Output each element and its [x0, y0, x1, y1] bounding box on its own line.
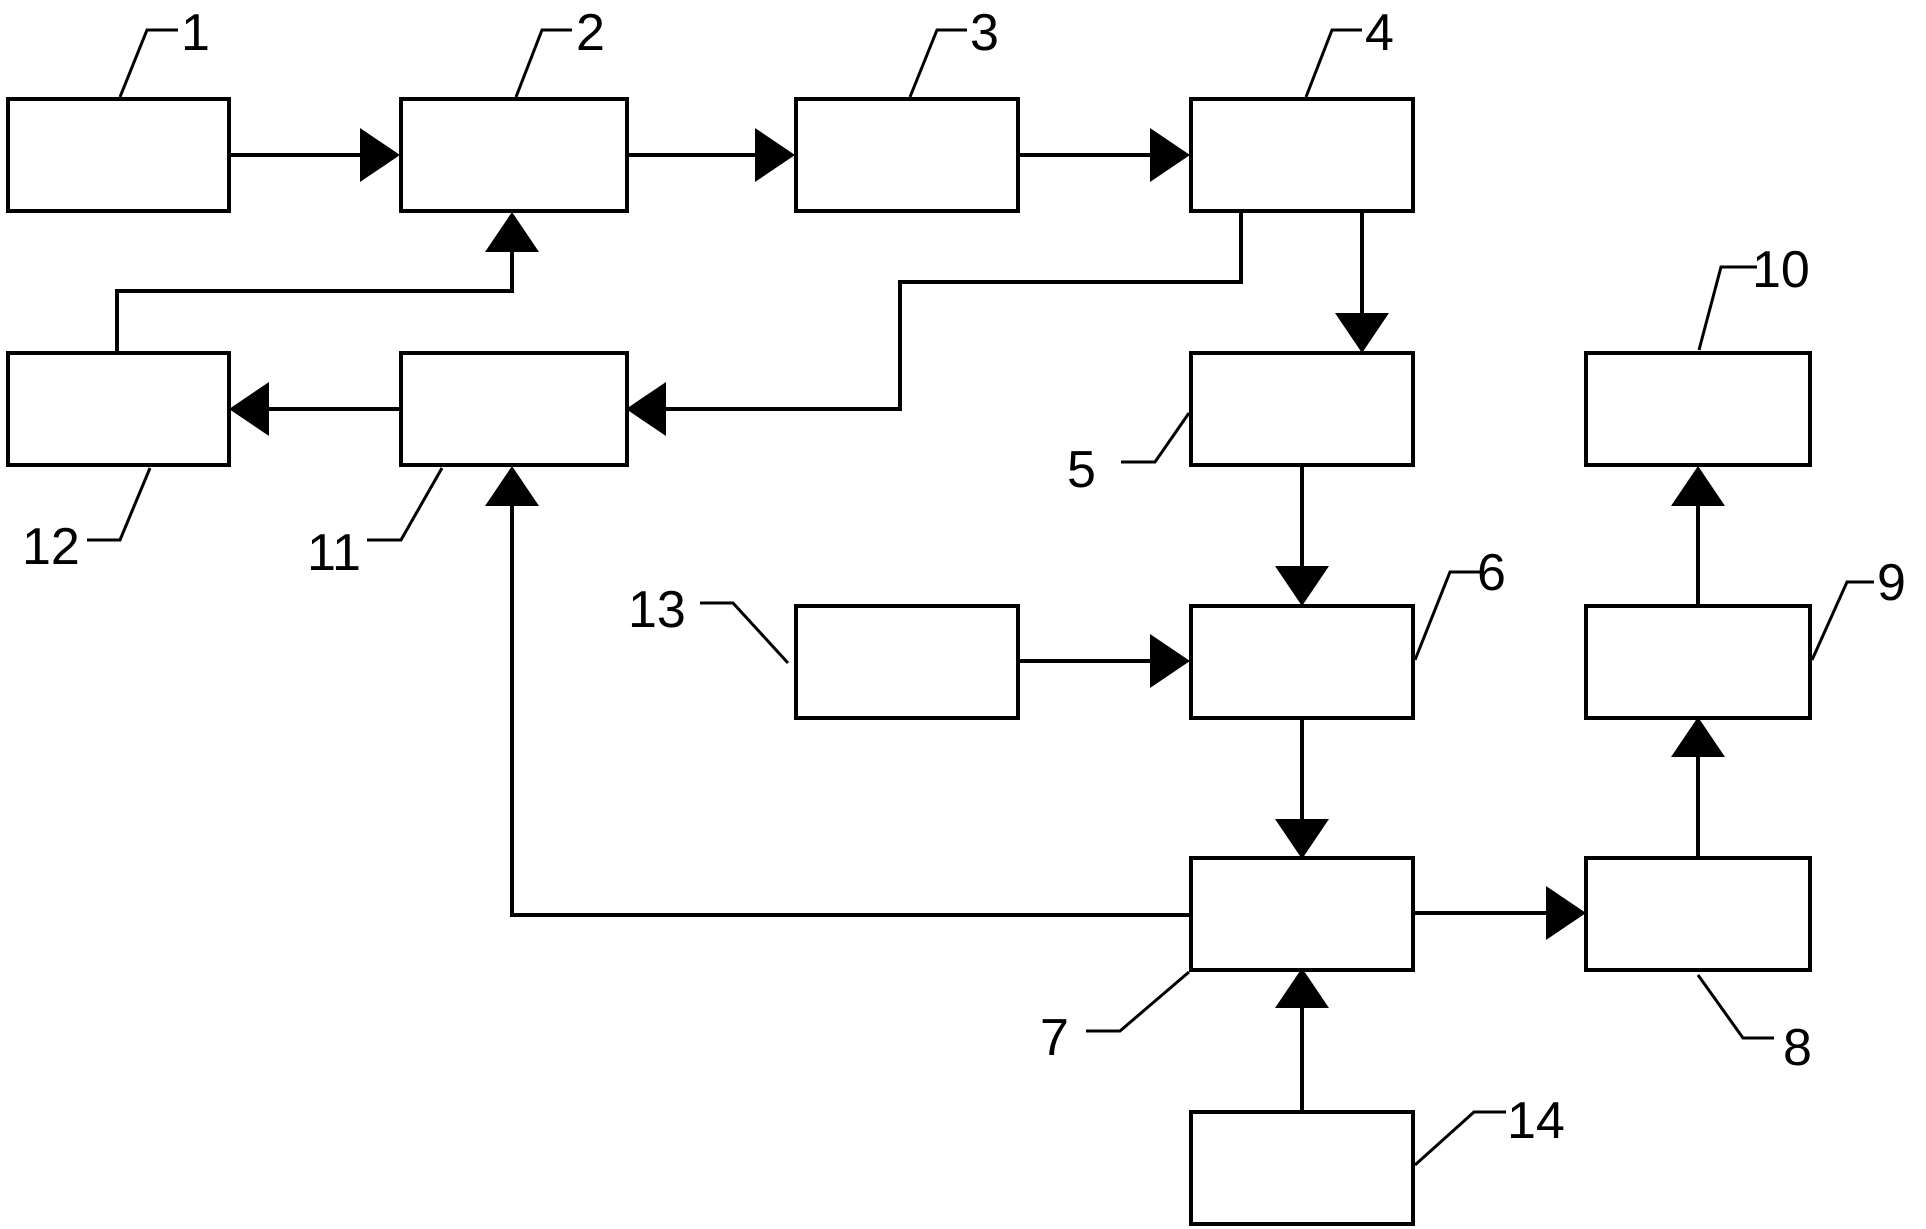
label-12: 12 [22, 518, 80, 576]
label-9: 9 [1877, 554, 1906, 612]
label-2: 2 [576, 4, 605, 62]
connector-7-to-11 [510, 502, 1190, 917]
leader-line-4 [1304, 28, 1362, 98]
label-6: 6 [1477, 544, 1506, 602]
block-8 [1584, 856, 1812, 972]
arrowhead-into-9 [1671, 717, 1725, 757]
block-6 [1189, 604, 1415, 720]
block-1 [6, 97, 231, 213]
leader-line-10 [1697, 265, 1757, 351]
block-3 [794, 97, 1020, 213]
arrowheads [229, 128, 1725, 1008]
label-4: 4 [1365, 4, 1394, 62]
label-13: 13 [628, 581, 686, 639]
arrowhead-into-6-from-5 [1275, 566, 1329, 606]
block-2 [399, 97, 629, 213]
arrowhead-into-12 [229, 382, 269, 436]
block-4 [1189, 97, 1415, 213]
label-8: 8 [1783, 1019, 1812, 1077]
leader-line-7 [1086, 970, 1190, 1033]
label-14: 14 [1507, 1092, 1565, 1150]
arrowhead-into-2 [360, 128, 400, 182]
leader-line-14 [1413, 1110, 1506, 1167]
leader-line-11 [367, 467, 444, 542]
arrowhead-into-6-from-13 [1150, 634, 1190, 688]
label-1: 1 [181, 4, 210, 62]
leader-line-3 [908, 28, 967, 98]
leader-line-1 [118, 28, 178, 98]
block-7 [1189, 856, 1415, 972]
block-5 [1189, 351, 1415, 467]
label-3: 3 [970, 4, 999, 62]
connector-12-to-2 [115, 245, 514, 353]
label-5: 5 [1067, 441, 1096, 499]
leader-line-2 [514, 28, 572, 98]
arrowhead-into-4 [1150, 128, 1190, 182]
block-9 [1584, 604, 1812, 720]
leader-line-12 [87, 467, 152, 542]
arrowhead-into-8 [1546, 886, 1586, 940]
leader-line-9 [1810, 580, 1874, 661]
leader-line-5 [1121, 412, 1191, 464]
block-13 [794, 604, 1020, 720]
arrowhead-into-2-from-12 [485, 212, 539, 252]
arrowhead-into-5 [1335, 313, 1389, 353]
blocks [6, 97, 1812, 1226]
block-14 [1189, 1110, 1415, 1226]
connector-4-to-11 [662, 212, 1243, 411]
leader-line-8 [1696, 974, 1774, 1040]
leader-line-13 [700, 601, 790, 665]
arrowhead-into-11-from-4 [626, 382, 666, 436]
leader-line-6 [1413, 570, 1480, 661]
arrowhead-into-7-from-14 [1275, 968, 1329, 1008]
reference-numerals: 1 2 3 4 5 6 7 8 9 10 11 12 13 14 [22, 4, 1906, 1150]
arrowhead-into-11-from-7 [485, 466, 539, 506]
block-10 [1584, 351, 1812, 467]
connectors [115, 153, 1700, 1112]
block-12 [6, 351, 231, 467]
arrowhead-into-10 [1671, 466, 1725, 506]
block-11 [399, 351, 629, 467]
arrowhead-into-7-from-6 [1275, 819, 1329, 859]
label-7: 7 [1040, 1009, 1069, 1067]
label-11: 11 [307, 524, 361, 582]
arrowhead-into-3 [755, 128, 795, 182]
leader-lines [87, 28, 1874, 1167]
label-10: 10 [1752, 241, 1810, 299]
